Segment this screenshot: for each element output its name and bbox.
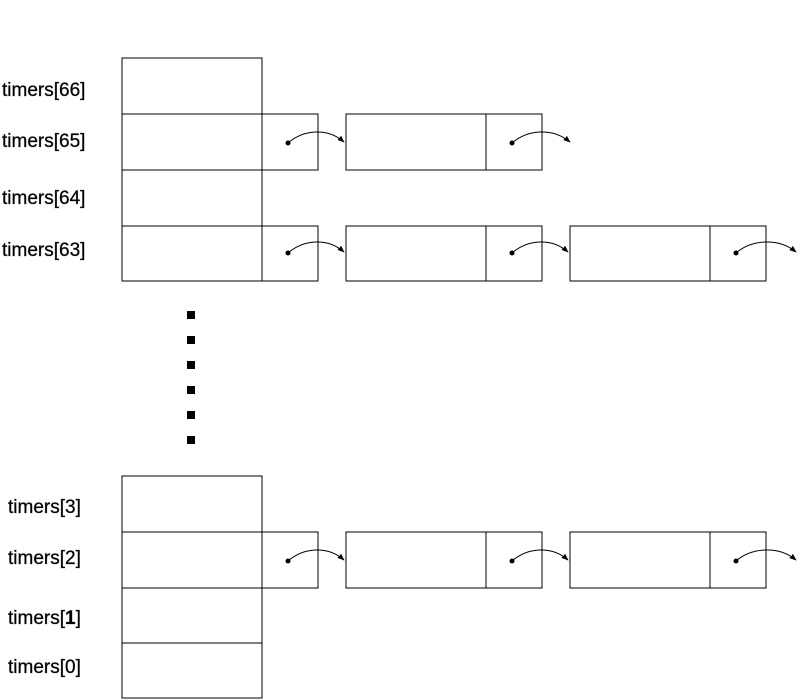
- next-pointer-arrow: [511, 549, 569, 562]
- timer-node: [569, 225, 711, 282]
- ellipsis-dot: [187, 411, 195, 419]
- next-pointer-arrow: [511, 131, 571, 144]
- label-timers-65: timers[65]: [2, 131, 85, 152]
- next-pointer-arrow: [511, 241, 569, 254]
- ellipsis-dot: [187, 436, 195, 444]
- label-timers-64: timers[64]: [2, 188, 85, 209]
- bucket-2: [121, 531, 263, 589]
- bucket-64: [121, 169, 263, 227]
- bucket-65: [121, 113, 263, 171]
- bucket-3: [121, 475, 263, 533]
- next-pointer-arrow: [287, 131, 345, 144]
- label-timers-1-prefix: timers[: [8, 608, 66, 629]
- label-timers-1: timers[1]: [8, 608, 81, 629]
- ellipsis-dot: [187, 386, 195, 394]
- timer-node: [345, 531, 487, 589]
- timer-node: [345, 113, 487, 171]
- label-timers-3: timers[3]: [8, 497, 81, 518]
- next-pointer-arrow: [735, 549, 797, 562]
- bucket-0: [121, 642, 263, 699]
- label-timers-1-index: 1: [65, 608, 76, 629]
- label-timers-0: timers[0]: [8, 657, 81, 678]
- timer-list-63: [285, 225, 797, 282]
- upper-bucket-array: [121, 57, 263, 282]
- timer-node: [345, 225, 487, 282]
- vertical-ellipsis: [187, 311, 195, 444]
- label-timers-63: timers[63]: [2, 240, 85, 261]
- label-timers-2: timers[2]: [8, 548, 81, 569]
- label-timers-66: timers[66]: [2, 80, 85, 101]
- bucket-1: [121, 587, 263, 644]
- ellipsis-dot: [187, 361, 195, 369]
- timer-list-65: [285, 113, 571, 171]
- timer-node: [569, 531, 711, 589]
- label-timers-1-suffix: ]: [76, 608, 81, 629]
- bucket-63: [121, 225, 263, 282]
- ellipsis-dot: [187, 311, 195, 319]
- bucket-66: [121, 57, 263, 115]
- next-pointer-arrow: [287, 241, 345, 254]
- next-pointer-arrow: [287, 549, 345, 562]
- lower-bucket-array: [121, 475, 263, 699]
- timer-list-2: [285, 531, 797, 589]
- next-pointer-arrow: [735, 241, 797, 254]
- ellipsis-dot: [187, 336, 195, 344]
